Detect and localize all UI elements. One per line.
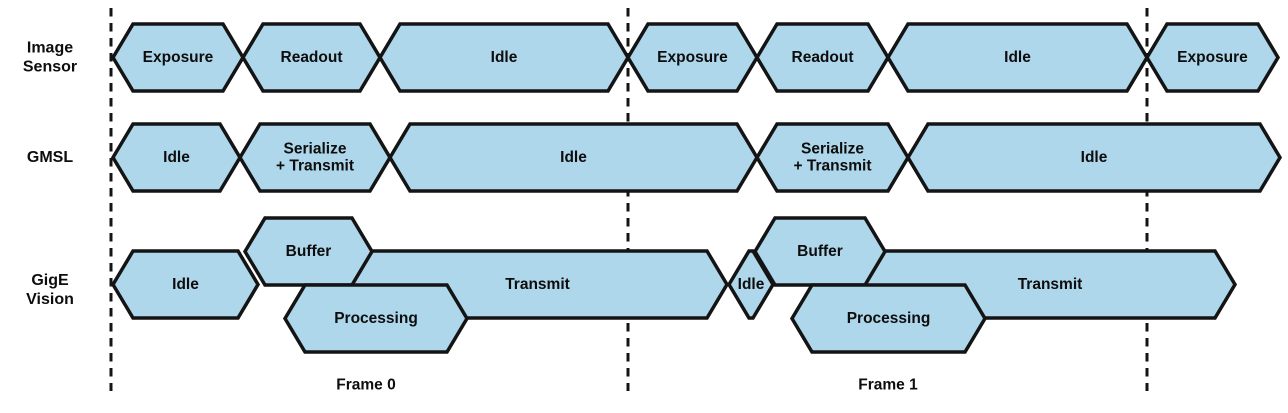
block-label: Transmit xyxy=(505,276,570,293)
block-label: Serialize xyxy=(801,141,864,158)
block-processing xyxy=(789,283,988,354)
block-label: Transmit xyxy=(1018,276,1083,293)
block-label: Buffer xyxy=(286,243,332,260)
block-buffer xyxy=(752,216,888,287)
block-label: Processing xyxy=(847,310,931,327)
frame-label-0: Frame 0 xyxy=(336,377,395,394)
block-label: Idle xyxy=(738,276,765,293)
lane-label-gige-vision: Vision xyxy=(26,291,74,308)
lane-label-gige-vision: GigE xyxy=(31,272,69,289)
block-label: Idle xyxy=(491,49,518,66)
block-label: Buffer xyxy=(797,243,843,260)
lane-label-image-sensor: Sensor xyxy=(23,59,77,76)
lane-label-gmsl: GMSL xyxy=(27,149,73,166)
block-label: Readout xyxy=(792,49,854,66)
block-idle xyxy=(110,249,261,320)
block-exposure xyxy=(1144,22,1281,93)
block-label: Exposure xyxy=(143,49,214,66)
block-label: Exposure xyxy=(1177,49,1248,66)
lane-label-image-sensor: Image xyxy=(27,40,73,57)
block-buffer xyxy=(242,216,375,287)
block-processing xyxy=(282,283,470,354)
block-label: + Transmit xyxy=(276,158,354,175)
block-label: Processing xyxy=(334,310,418,327)
block-label: Idle xyxy=(172,276,199,293)
block-label: Idle xyxy=(1004,49,1031,66)
block-label: Exposure xyxy=(657,49,728,66)
block-label: Serialize xyxy=(284,141,347,158)
block-label: Idle xyxy=(1081,149,1108,166)
frame-label-1: Frame 1 xyxy=(858,377,918,394)
block-label: Idle xyxy=(560,149,587,166)
block-label: Idle xyxy=(163,149,190,166)
block-idle xyxy=(905,122,1283,193)
block-label: + Transmit xyxy=(794,158,872,175)
block-label: Readout xyxy=(281,49,343,66)
